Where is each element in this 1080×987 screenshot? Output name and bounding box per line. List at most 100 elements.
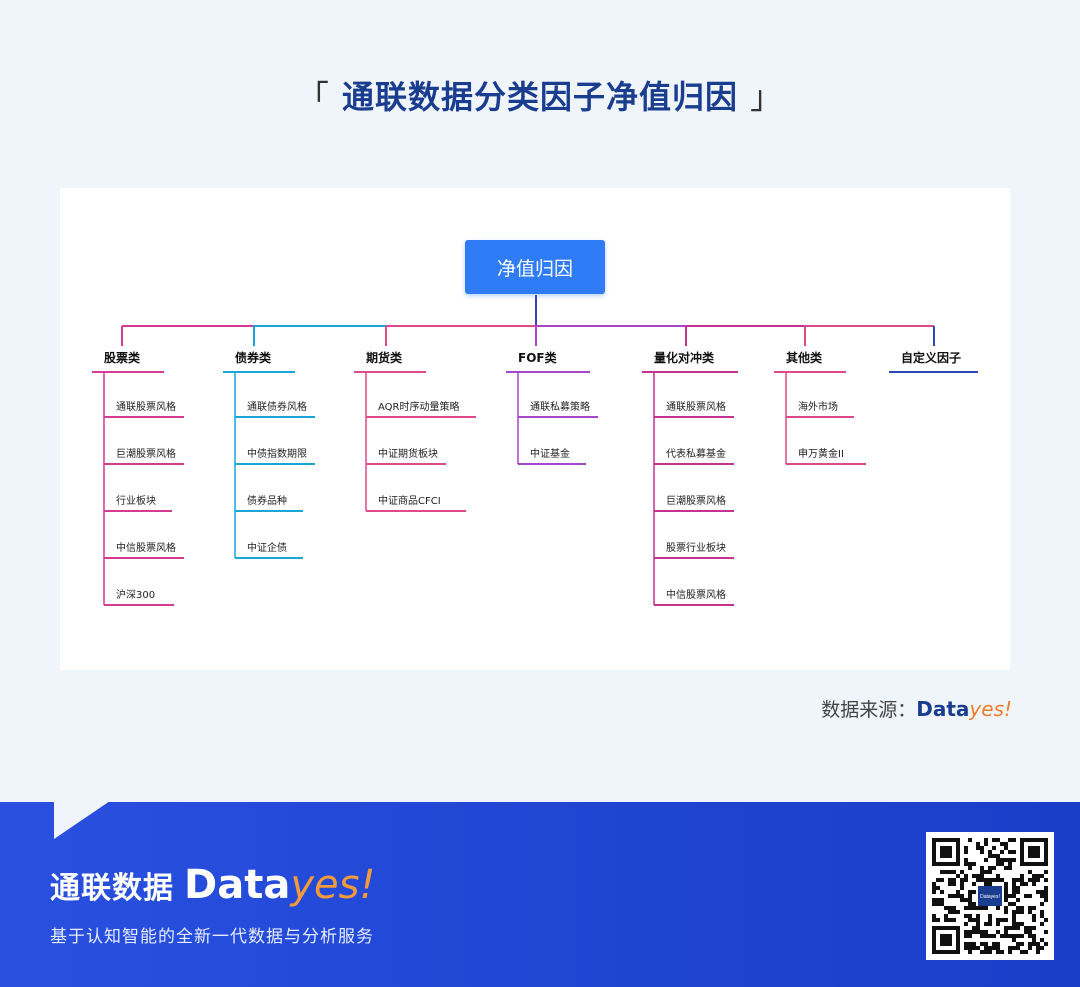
qr-module [992, 854, 996, 858]
qr-module [952, 906, 956, 910]
qr-module [1012, 882, 1016, 886]
category-3: 期货类 [366, 351, 403, 365]
qr-module [1040, 914, 1044, 918]
qr-module [980, 870, 984, 874]
qr-module [1032, 918, 1036, 922]
qr-module [960, 878, 964, 882]
qr-module [980, 942, 984, 946]
leaf-item: 巨潮股票风格 [666, 496, 726, 507]
qr-module [1028, 910, 1032, 914]
qr-module [984, 930, 988, 934]
qr-module [968, 890, 972, 894]
qr-module [964, 850, 968, 854]
qr-module [964, 862, 968, 866]
qr-module [956, 894, 960, 898]
qr-module [976, 918, 980, 922]
qr-module [988, 870, 992, 874]
qr-module [968, 866, 972, 870]
category-4: FOF类 [518, 351, 557, 365]
qr-module [964, 878, 968, 882]
qr-module [1004, 846, 1008, 850]
qr-module [1004, 934, 1008, 938]
qr-module [980, 930, 984, 934]
qr-module [1012, 934, 1016, 938]
qr-module [1020, 882, 1024, 886]
leaf-item: 中信股票风格 [666, 590, 726, 601]
qr-module [988, 946, 992, 950]
qr-module [996, 918, 1000, 922]
qr-module [996, 942, 1000, 946]
qr-module [972, 862, 976, 866]
brand-logo: Datayes! [184, 862, 376, 908]
qr-module [1008, 926, 1012, 930]
qr-module [976, 906, 980, 910]
qr-module [988, 854, 992, 858]
qr-logo-text: Datayes! [980, 894, 1000, 900]
qr-module [944, 906, 948, 910]
qr-module [936, 878, 940, 882]
qr-finder [940, 846, 952, 858]
qr-module [1044, 886, 1048, 890]
qr-module [972, 930, 976, 934]
leaf-item: 通联债券风格 [247, 402, 307, 413]
qr-module [948, 906, 952, 910]
qr-module [968, 942, 972, 946]
qr-module [1040, 890, 1044, 894]
qr-module [1004, 890, 1008, 894]
qr-module [964, 906, 968, 910]
qr-module [1020, 950, 1024, 954]
qr-module [984, 950, 988, 954]
qr-module [964, 898, 968, 902]
qr-module [1044, 942, 1048, 946]
qr-module [1032, 942, 1036, 946]
qr-module [960, 898, 964, 902]
qr-module [1004, 866, 1008, 870]
qr-module [1028, 930, 1032, 934]
qr-module [1020, 878, 1024, 882]
qr-module [996, 950, 1000, 954]
qr-module [984, 878, 988, 882]
qr-module [1000, 934, 1004, 938]
qr-module [1020, 874, 1024, 878]
qr-module [1044, 878, 1048, 882]
qr-module [988, 914, 992, 918]
qr-module [1044, 898, 1048, 902]
qr-module [936, 902, 940, 906]
qr-module [988, 934, 992, 938]
qr-module [1040, 874, 1044, 878]
qr-module [1032, 934, 1036, 938]
qr-module [968, 906, 972, 910]
qr-module [1032, 914, 1036, 918]
qr-code[interactable]: Datayes! [926, 832, 1054, 960]
qr-module [976, 926, 980, 930]
qr-module [972, 874, 976, 878]
qr-module [1004, 918, 1008, 922]
qr-module [1004, 858, 1008, 862]
qr-module [1032, 926, 1036, 930]
qr-module [980, 934, 984, 938]
qr-module [932, 918, 936, 922]
qr-module [1036, 942, 1040, 946]
qr-module [988, 950, 992, 954]
qr-module [1020, 910, 1024, 914]
qr-module [1016, 910, 1020, 914]
qr-module [972, 882, 976, 886]
footer-notch [54, 801, 110, 839]
leaf-item: 行业板块 [116, 496, 156, 507]
qr-module [996, 862, 1000, 866]
qr-module [940, 878, 944, 882]
qr-module [1016, 926, 1020, 930]
qr-module [936, 918, 940, 922]
qr-module [1016, 886, 1020, 890]
qr-module [984, 882, 988, 886]
qr-module [972, 926, 976, 930]
qr-module [1000, 850, 1004, 854]
qr-module [972, 946, 976, 950]
qr-finder [1028, 846, 1040, 858]
qr-module [1024, 926, 1028, 930]
leaf-item: 债券品种 [247, 496, 287, 507]
leaf-item: 中证期货板块 [378, 449, 438, 460]
qr-module [996, 858, 1000, 862]
qr-module [936, 898, 940, 902]
qr-module [1044, 870, 1048, 874]
